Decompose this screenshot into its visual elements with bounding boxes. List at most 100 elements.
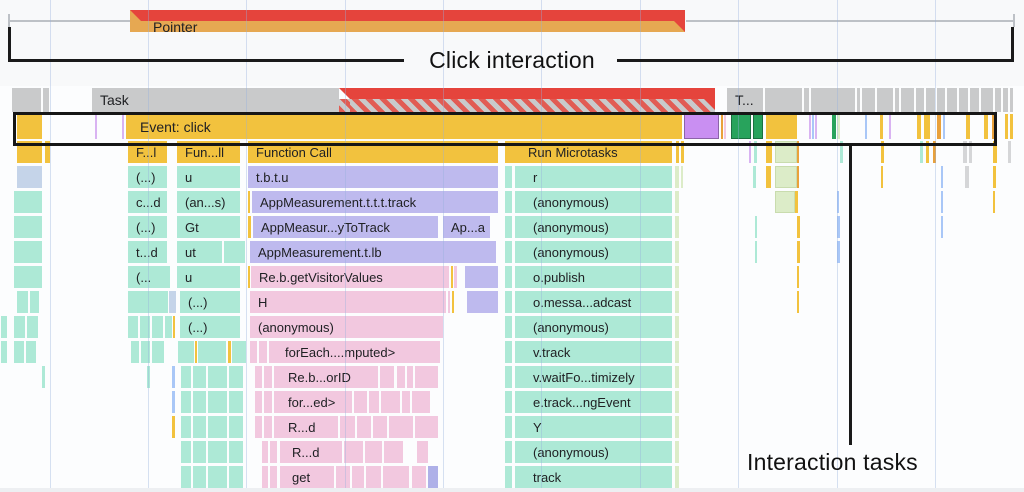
flame-bar[interactable]: [993, 191, 995, 213]
flame-bar[interactable]: [172, 416, 175, 438]
flame-bar[interactable]: [766, 141, 772, 163]
flame-bar[interactable]: [926, 141, 929, 163]
flame-bar[interactable]: [412, 391, 430, 413]
flame-bar[interactable]: [27, 316, 38, 338]
flame-bar-bar[interactable]: (...): [180, 316, 240, 338]
flame-bar-v-waitfo-timizely[interactable]: v.waitFo...timizely: [515, 366, 672, 388]
flame-bar[interactable]: [505, 391, 512, 413]
flame-bar[interactable]: [675, 391, 679, 413]
flame-bar[interactable]: [941, 166, 943, 188]
flame-bar-gt[interactable]: Gt: [177, 216, 240, 238]
flame-bar[interactable]: [505, 441, 512, 463]
flame-bar[interactable]: [1005, 114, 1008, 139]
flame-bar[interactable]: [505, 466, 512, 488]
flame-bar[interactable]: [181, 416, 191, 438]
flame-bar[interactable]: [865, 114, 867, 139]
flame-bar[interactable]: [505, 291, 512, 313]
flame-bar-task[interactable]: Task: [92, 88, 339, 112]
flame-bar[interactable]: [380, 366, 394, 388]
flame-bar[interactable]: [837, 114, 840, 139]
flame-bar[interactable]: [812, 114, 814, 139]
flame-bar[interactable]: [1, 316, 7, 338]
flame-bar[interactable]: [14, 266, 42, 288]
flame-bar[interactable]: [451, 266, 453, 288]
flame-bar[interactable]: [373, 416, 387, 438]
flame-bar[interactable]: [122, 114, 124, 139]
flame-bar[interactable]: [195, 341, 197, 363]
flame-bar[interactable]: [232, 341, 246, 363]
flame-bar[interactable]: [505, 191, 512, 213]
flame-bar[interactable]: [943, 114, 945, 139]
flame-bar[interactable]: [775, 191, 795, 213]
flame-bar[interactable]: [229, 441, 243, 463]
flame-bar[interactable]: [181, 441, 191, 463]
flame-bar[interactable]: [415, 416, 438, 438]
flame-bar[interactable]: [248, 216, 251, 238]
flame-bar[interactable]: [354, 391, 367, 413]
flame-bar[interactable]: [172, 366, 175, 388]
flame-bar-r-d[interactable]: R...d: [280, 441, 342, 463]
flame-bar[interactable]: [804, 88, 809, 112]
flame-bar[interactable]: [224, 241, 245, 263]
flame-bar[interactable]: [45, 141, 50, 163]
flame-bar[interactable]: [140, 316, 150, 338]
flame-bar[interactable]: [880, 114, 883, 139]
flame-bar[interactable]: [42, 366, 45, 388]
flame-bar[interactable]: [229, 466, 243, 488]
flame-bar-c-d[interactable]: c...d: [128, 191, 167, 213]
flame-bar[interactable]: [862, 88, 875, 112]
flame-bar[interactable]: [754, 141, 757, 163]
flame-bar[interactable]: [1008, 141, 1011, 163]
flame-bar[interactable]: [797, 166, 799, 188]
flame-bar[interactable]: [14, 316, 25, 338]
flame-bar[interactable]: [407, 366, 413, 388]
flame-bar[interactable]: [369, 391, 379, 413]
flame-bar[interactable]: [933, 141, 936, 163]
flame-bar-v-track[interactable]: v.track: [515, 341, 672, 363]
flame-bar[interactable]: [30, 291, 39, 313]
flame-bar[interactable]: [95, 114, 97, 139]
flame-bar[interactable]: [193, 391, 206, 413]
flame-bar[interactable]: [128, 291, 168, 313]
flame-bar[interactable]: [181, 391, 191, 413]
flame-bar[interactable]: [970, 88, 979, 112]
flame-bar[interactable]: [178, 341, 194, 363]
flame-bar-anonymous[interactable]: (anonymous): [515, 316, 672, 338]
flame-bar[interactable]: [17, 291, 28, 313]
flame-bar[interactable]: [505, 241, 512, 263]
flame-bar[interactable]: [43, 88, 49, 112]
flame-bar[interactable]: [505, 266, 512, 288]
flame-bar-t-d[interactable]: t...d: [128, 241, 167, 263]
flame-bar[interactable]: [881, 141, 884, 163]
flame-bar[interactable]: [259, 341, 267, 363]
flame-bar[interactable]: [165, 316, 172, 338]
flame-bar[interactable]: [959, 88, 968, 112]
flame-bar[interactable]: [14, 341, 24, 363]
flame-bar[interactable]: [775, 166, 797, 188]
flame-bar[interactable]: [724, 114, 726, 139]
flame-bar[interactable]: [229, 366, 243, 388]
flame-bar[interactable]: [255, 416, 262, 438]
flame-bar[interactable]: [147, 366, 150, 388]
flame-bar-u[interactable]: u: [177, 266, 240, 288]
flame-bar[interactable]: [264, 391, 272, 413]
flame-bar[interactable]: [384, 441, 403, 463]
flame-bar-o-publish[interactable]: o.publish: [515, 266, 672, 288]
flame-bar[interactable]: [1003, 88, 1008, 112]
flame-bar[interactable]: [675, 466, 679, 488]
flame-bar[interactable]: [452, 291, 454, 313]
flame-bar[interactable]: [383, 466, 409, 488]
flame-bar[interactable]: [981, 88, 993, 112]
flame-bar[interactable]: [795, 191, 798, 213]
flame-bar-o-messa-adcast[interactable]: o.messa...adcast: [515, 291, 672, 313]
flame-bar[interactable]: [992, 114, 995, 139]
flame-bar[interactable]: [840, 141, 843, 163]
flame-bar-foreach-mputed[interactable]: forEach....mputed>: [269, 341, 440, 363]
flame-bar-bar[interactable]: (...): [180, 291, 240, 313]
flame-bar-t[interactable]: T...: [727, 88, 763, 112]
flame-bar[interactable]: [1010, 88, 1013, 112]
flame-bar[interactable]: [766, 114, 797, 139]
flame-bar[interactable]: [467, 291, 498, 313]
flame-bar[interactable]: [208, 416, 227, 438]
flame-bar[interactable]: [255, 366, 262, 388]
